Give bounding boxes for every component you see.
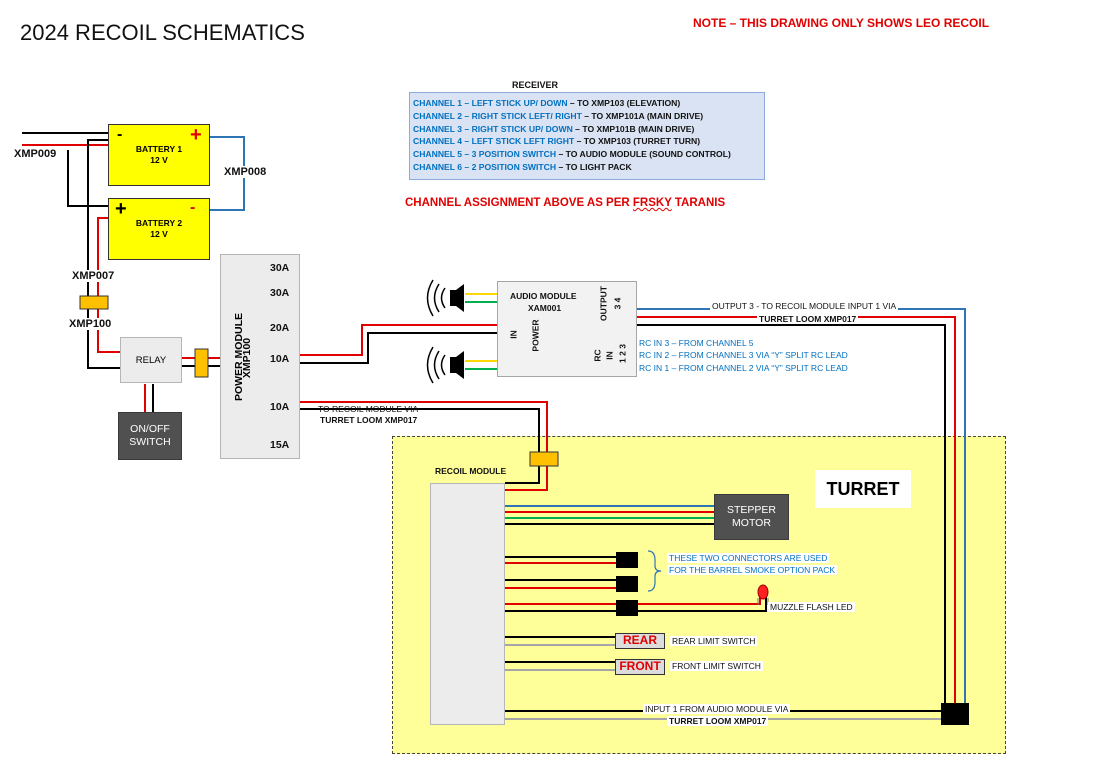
output-2-rating: 30A — [270, 287, 290, 299]
smoke-connector-1 — [616, 552, 638, 568]
audio-output-label: OUTPUT — [598, 286, 609, 321]
speaker-icon-1 — [426, 279, 464, 317]
speaker-icon-2 — [426, 346, 464, 384]
audio-power-in-label: IN — [508, 330, 519, 339]
channel-5-name: CHANNEL 5 – 3 POSITION SWITCH — [413, 149, 557, 160]
channel-4-target: – TO XMP103 (TURRET TURN) — [574, 136, 701, 147]
front-limit-chip: FRONT — [615, 659, 665, 675]
channel-5-target: – TO AUDIO MODULE (SOUND CONTROL) — [556, 149, 731, 160]
recoil-module-label: RECOIL MODULE — [435, 466, 507, 476]
stepper-line-1: STEPPER — [726, 504, 776, 516]
switch-line-1: ON/OFF — [130, 423, 170, 435]
smoke-note-line-2: FOR THE BARREL SMOKE OPTION PACK — [667, 565, 838, 575]
assignment-note-pre: CHANNEL ASSIGNMENT ABOVE AS PER — [405, 197, 633, 209]
rear-limit-label: REAR LIMIT SWITCH — [670, 636, 758, 646]
battery-2: BATTERY 2 12 V — [108, 198, 210, 260]
battery-2-negative-sign: - — [190, 199, 196, 216]
label-xmp007: XMP007 — [71, 270, 116, 282]
audio-output-note-line-1: OUTPUT 3 - TO RECOIL MODULE INPUT 1 VIA — [710, 301, 899, 311]
input-note-line-1: INPUT 1 FROM AUDIO MODULE VIA — [643, 704, 791, 714]
channel-1: CHANNEL 1 – LEFT STICK UP/ DOWN – TO XMP… — [413, 97, 761, 110]
assignment-note-brand: FRSKY — [632, 197, 672, 209]
audio-output-note-line-2: TURRET LOOM XMP017 — [757, 314, 859, 324]
rc-input-3-note: RC IN 3 – FROM CHANNEL 5 — [639, 338, 754, 348]
battery-2-name: BATTERY 2 — [135, 218, 183, 228]
power-module-id: XMP100 — [241, 337, 253, 379]
output-5-rating: 10A — [270, 401, 290, 413]
input-note-line-2: TURRET LOOM XMP017 — [667, 716, 769, 726]
recoil-feed-line-1: TO RECOIL MODULE VIA — [318, 404, 419, 414]
muzzle-led-label: MUZZLE FLASH LED — [768, 602, 855, 612]
connector-relay-power — [194, 348, 209, 378]
receiver-channel-box: CHANNEL 1 – LEFT STICK UP/ DOWN – TO XMP… — [409, 92, 765, 180]
channel-3: CHANNEL 3 – RIGHT STICK UP/ DOWN – TO XM… — [413, 123, 761, 136]
connector-recoil-feed — [529, 451, 559, 467]
smoke-note-line-1: THESE TWO CONNECTORS ARE USED — [667, 553, 830, 563]
stepper-motor: STEPPER MOTOR — [714, 494, 789, 540]
page-title: 2024 RECOIL SCHEMATICS — [20, 20, 305, 45]
channel-1-name: CHANNEL 1 – LEFT STICK UP/ DOWN — [413, 98, 568, 108]
output-4-rating: 10A — [270, 353, 290, 365]
output-1-rating: 30A — [270, 262, 290, 274]
channel-6-target: – TO LIGHT PACK — [556, 161, 632, 172]
audio-power-label: POWER — [530, 319, 541, 352]
channel-3-name: CHANNEL 3 – RIGHT STICK UP/ DOWN — [413, 123, 573, 134]
switch-line-2: SWITCH — [129, 436, 171, 448]
recoil-feed-line-2: TURRET LOOM XMP017 — [320, 415, 418, 425]
audio-module-name: AUDIO MODULE — [510, 291, 577, 301]
battery-1-positive-sign: + — [190, 124, 202, 146]
on-off-switch: ON/OFF SWITCH — [118, 412, 182, 460]
led-connector — [616, 600, 638, 616]
channel-4-name: CHANNEL 4 – LEFT STICK LEFT RIGHT — [413, 136, 575, 147]
rc-input-2-note: RC IN 2 – FROM CHANNEL 3 VIA “Y” SPLIT R… — [639, 350, 848, 360]
channel-6-name: CHANNEL 6 – 2 POSITION SWITCH — [413, 161, 557, 172]
channel-2-target: – TO XMP101A (MAIN DRIVE) — [581, 110, 704, 121]
relay: RELAY — [120, 337, 182, 383]
channel-3-target: – TO XMP101B (MAIN DRIVE) — [572, 123, 695, 134]
label-xmp100: XMP100 — [68, 318, 113, 330]
output-6-rating: 15A — [270, 439, 290, 451]
battery-2-voltage: 12 V — [150, 229, 168, 239]
channel-2-name: CHANNEL 2 – RIGHT STICK LEFT/ RIGHT — [413, 110, 582, 121]
output-3-rating: 20A — [270, 322, 290, 334]
turret-loom-connector — [941, 703, 969, 725]
label-xmp008: XMP008 — [223, 166, 268, 178]
audio-rc-in-label: IN — [604, 351, 615, 360]
turret-title: TURRET — [815, 470, 911, 508]
front-limit-label: FRONT LIMIT SWITCH — [670, 661, 763, 671]
battery-2-positive-sign: + — [115, 198, 127, 220]
audio-module — [497, 281, 637, 377]
audio-rc-pins: 1 2 3 — [617, 344, 628, 363]
power-module — [220, 254, 300, 459]
channel-2: CHANNEL 2 – RIGHT STICK LEFT/ RIGHT – TO… — [413, 110, 761, 123]
audio-rc-label: RC — [592, 349, 603, 362]
audio-output-pins: 3 4 — [612, 297, 623, 310]
channel-4: CHANNEL 4 – LEFT STICK LEFT RIGHT – TO X… — [413, 135, 761, 148]
receiver-label: RECEIVER — [512, 80, 559, 90]
label-xmp009: XMP009 — [13, 148, 58, 160]
channel-6: CHANNEL 6 – 2 POSITION SWITCH – TO LIGHT… — [413, 161, 761, 174]
connector-xmp007 — [79, 295, 109, 310]
stepper-line-2: MOTOR — [732, 517, 771, 529]
channel-1-target: – TO XMP103 (ELEVATION) — [567, 98, 681, 108]
channel-assignment-note: CHANNEL ASSIGNMENT ABOVE AS PER FRSKY TA… — [405, 197, 725, 209]
rc-input-1-note: RC IN 1 – FROM CHANNEL 2 VIA “Y” SPLIT R… — [639, 363, 848, 373]
audio-module-id: XAM001 — [528, 303, 562, 313]
smoke-connector-2 — [616, 576, 638, 592]
drawing-note: NOTE – THIS DRAWING ONLY SHOWS LEO RECOI… — [693, 16, 990, 30]
battery-1-name: BATTERY 1 — [135, 144, 183, 154]
rear-limit-chip: REAR — [615, 633, 665, 649]
battery-1: BATTERY 1 12 V — [108, 124, 210, 186]
battery-1-negative-sign: - — [117, 126, 123, 143]
battery-1-voltage: 12 V — [150, 155, 168, 165]
channel-5: CHANNEL 5 – 3 POSITION SWITCH – TO AUDIO… — [413, 148, 761, 161]
recoil-module — [430, 483, 505, 725]
assignment-note-post: TARANIS — [671, 197, 726, 209]
